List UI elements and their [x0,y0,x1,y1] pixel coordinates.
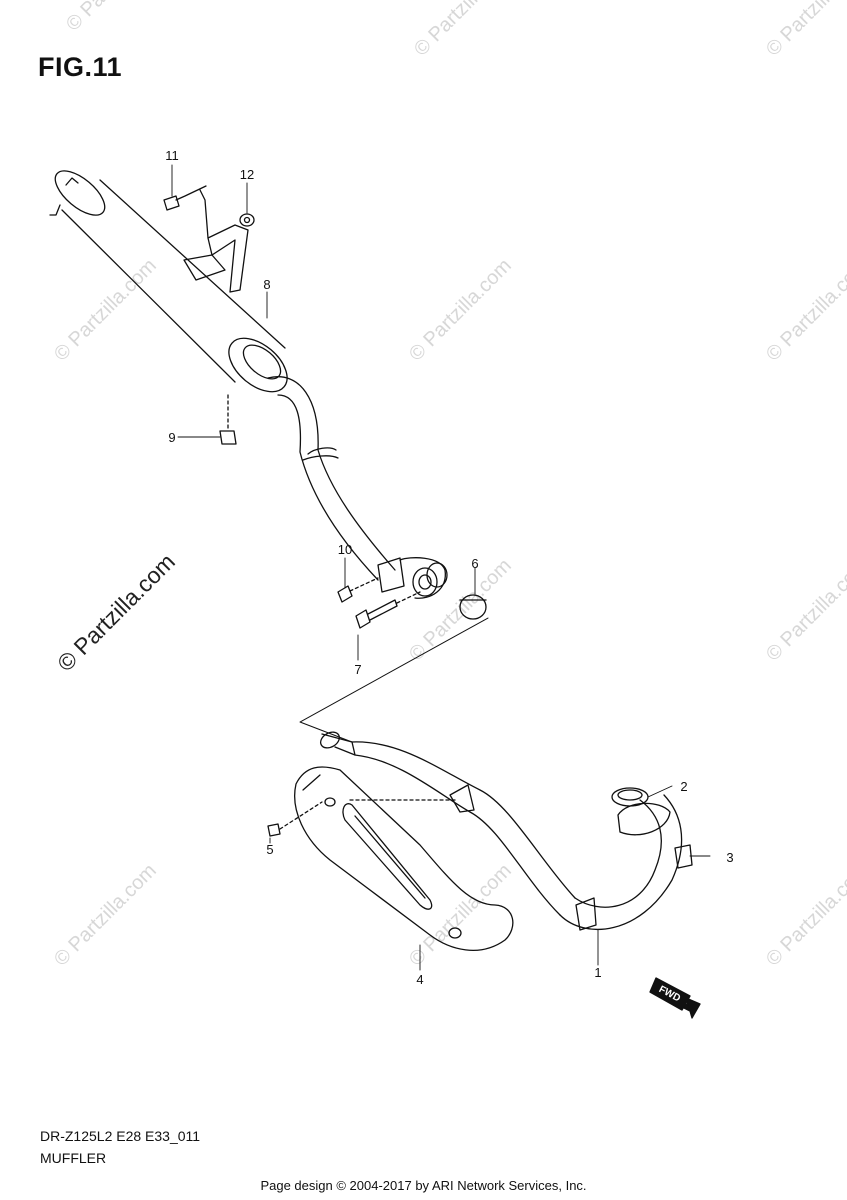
model-code: DR-Z125L2 E28 E33_011 [40,1128,201,1144]
callout-1: 1 [594,965,602,980]
figure-title: FIG.11 [38,52,123,82]
bolt-part-5 [267,801,323,837]
forward-arrow-icon [649,977,701,1019]
nut-12 [239,213,255,227]
callout-10: 10 [337,542,353,557]
callout-2: 2 [680,779,688,794]
callout-7: 7 [354,662,362,677]
bolt-part-3 [674,844,711,869]
bolt-11 [163,185,207,211]
callout-9: 9 [168,430,176,445]
leader-lines [171,164,599,971]
exhaust-pipe-part-1 [320,731,683,931]
callout-8: 8 [263,277,271,292]
callout-6: 6 [471,556,479,571]
muffler-part-8 [49,170,396,581]
nut-9 [219,394,237,445]
callout-4: 4 [416,972,424,987]
callout-12: 12 [239,167,255,182]
gasket-part-2 [611,785,673,807]
page-footer: Page design © 2004-2017 by ARI Network S… [260,1178,587,1193]
callout-5: 5 [266,842,274,857]
bolt-10 [337,577,379,603]
callout-3: 3 [726,850,734,865]
part-name: MUFFLER [40,1150,107,1166]
heat-shield-part-4 [294,766,514,951]
clamp-assembly [377,557,487,620]
callout-11: 11 [165,148,179,163]
assembly-link-line [299,617,489,743]
bolt-7 [355,591,421,629]
